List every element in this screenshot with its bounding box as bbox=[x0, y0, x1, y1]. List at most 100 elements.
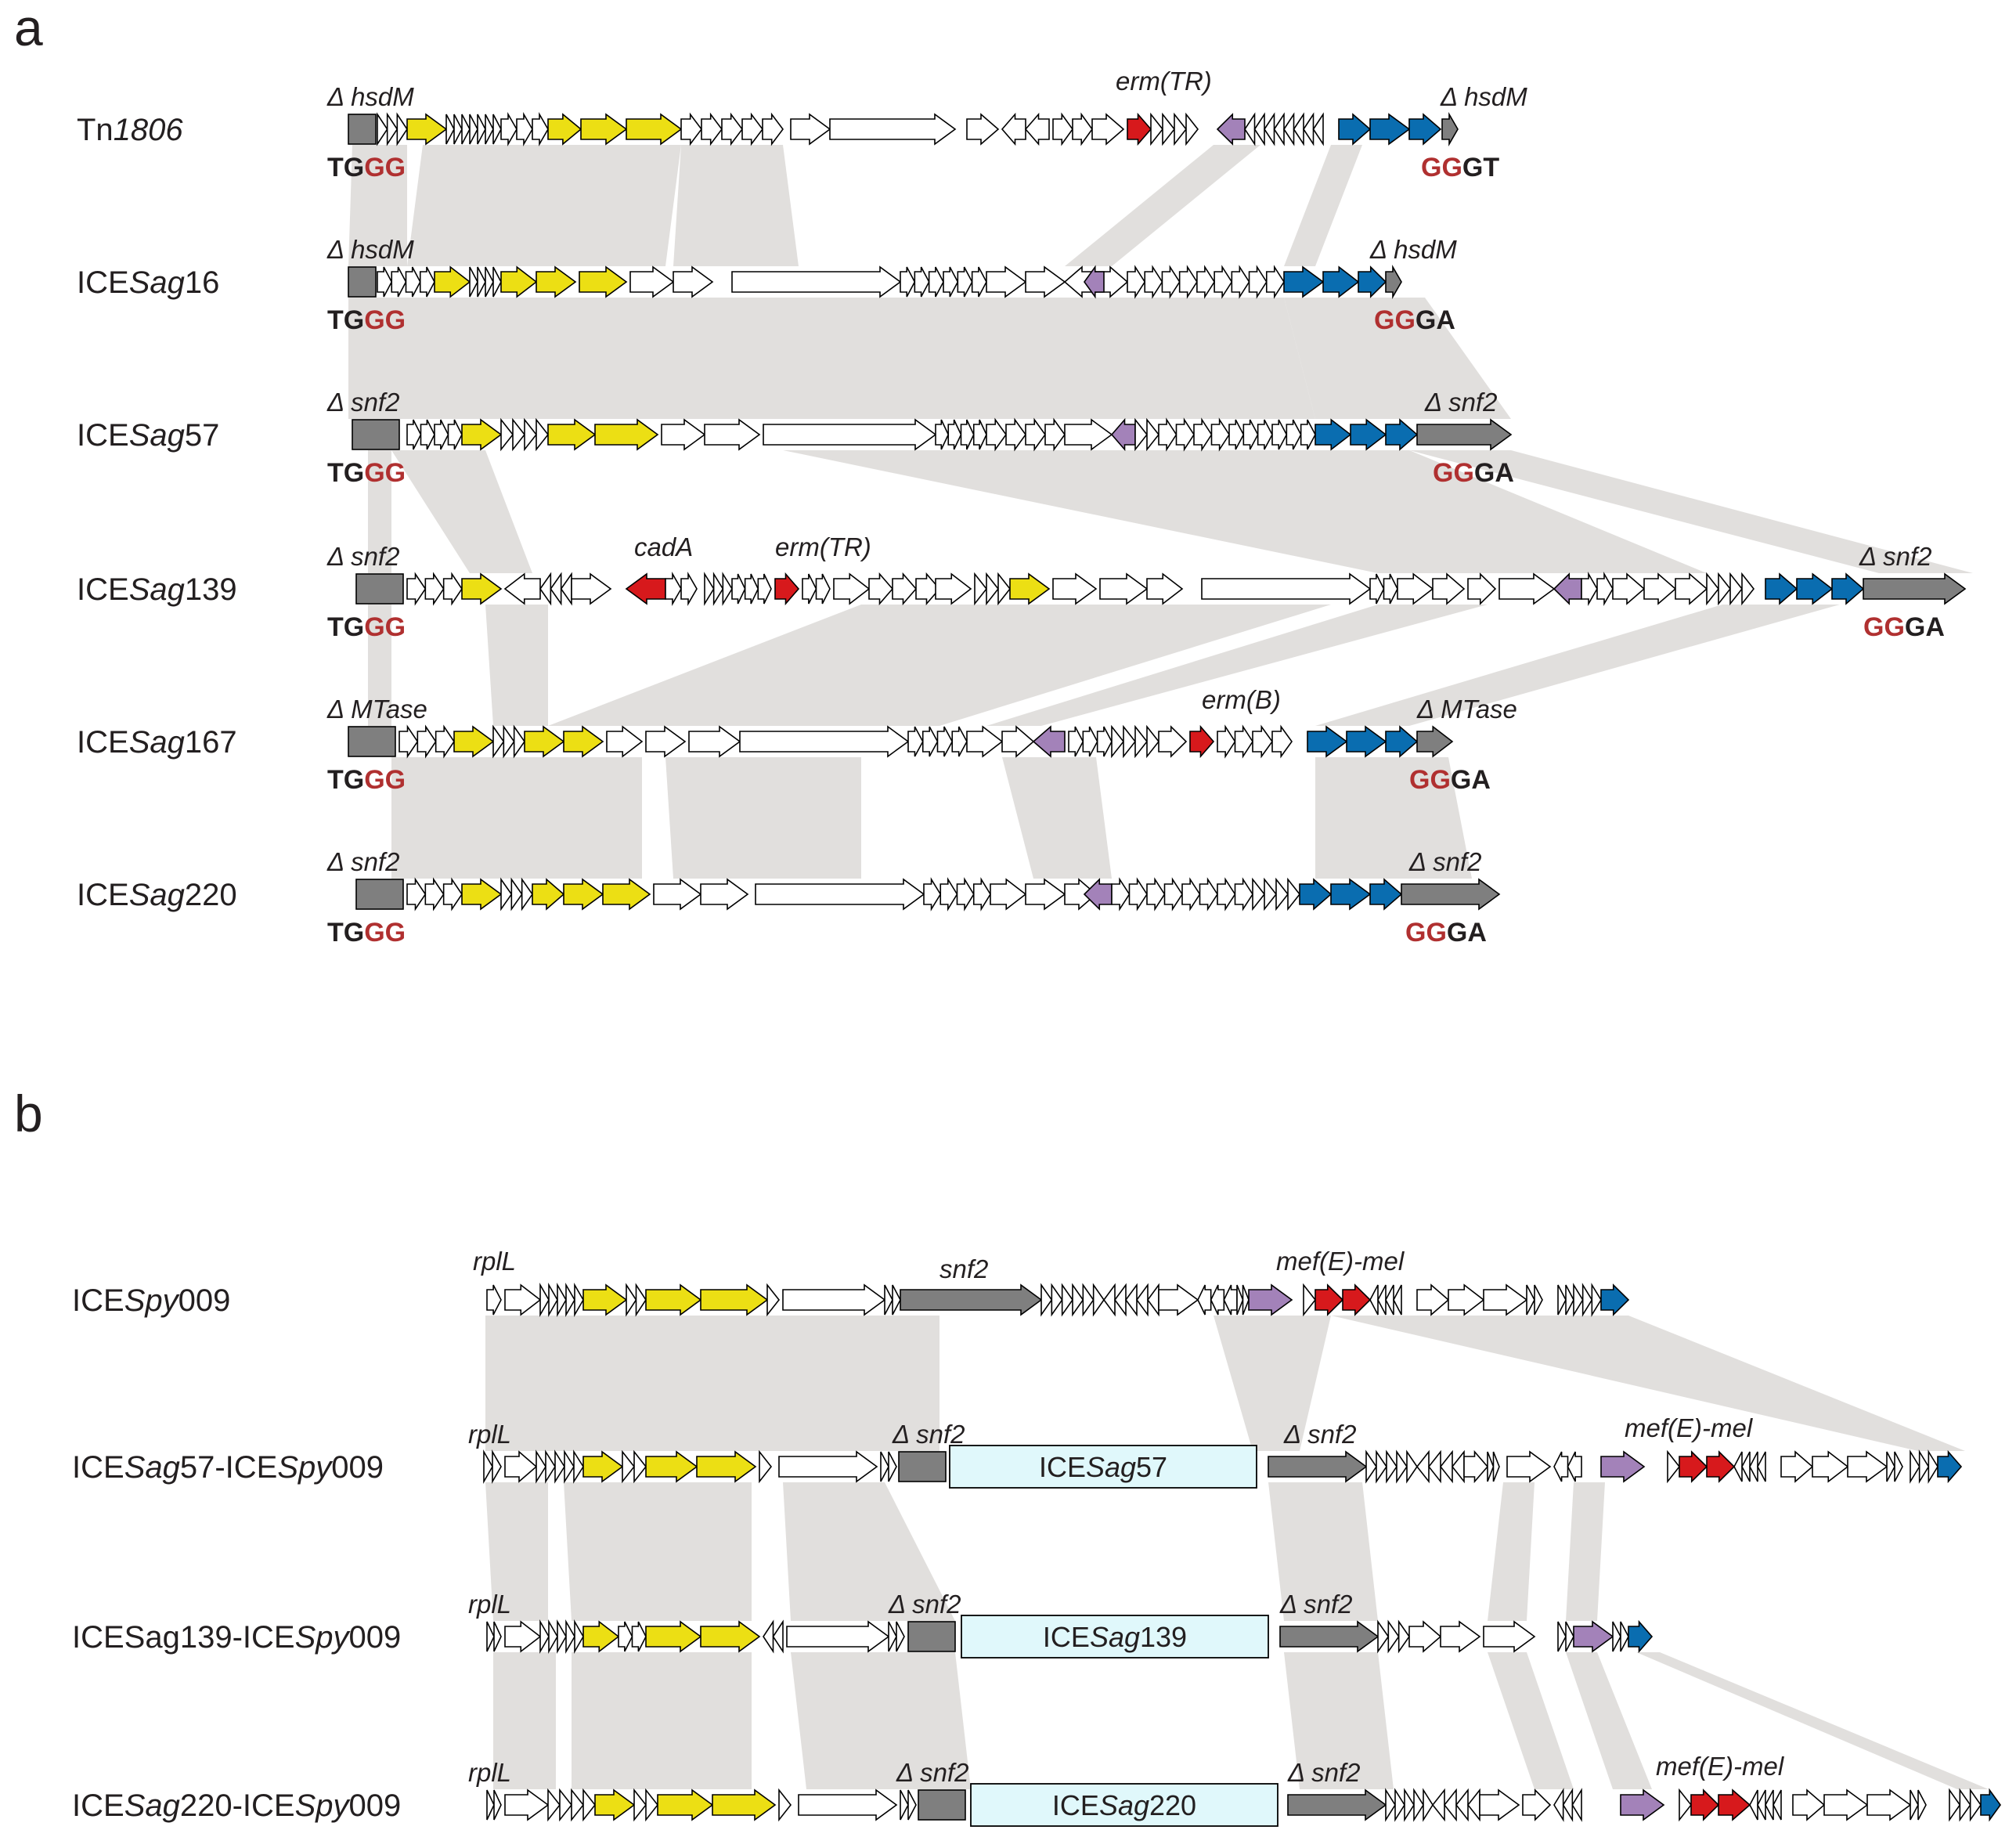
yellow-gene-arrow bbox=[547, 113, 582, 146]
small-gene-arrow bbox=[548, 1619, 558, 1654]
homology-band bbox=[1331, 1316, 1965, 1451]
small-gene-arrow bbox=[1369, 1284, 1379, 1316]
small-gene-arrow bbox=[1423, 1788, 1434, 1822]
small-gene-arrow bbox=[892, 1284, 901, 1316]
right-flank-label: Δ MTase bbox=[1416, 695, 1517, 724]
small-gene-arrow bbox=[405, 266, 421, 298]
white-gene-arrow bbox=[673, 265, 714, 298]
gray-gene-arrow bbox=[1287, 1788, 1387, 1821]
gene-label-rplL: rplL bbox=[468, 1590, 511, 1619]
small-gene-arrow bbox=[1127, 265, 1146, 299]
blue-gene-arrow bbox=[1369, 878, 1403, 911]
homology-band bbox=[572, 1652, 752, 1789]
inserted-ice-label: ICESag57 bbox=[1039, 1451, 1167, 1483]
small-gene-arrow bbox=[1214, 265, 1233, 299]
small-gene-arrow bbox=[935, 419, 950, 450]
small-gene-arrow bbox=[1185, 112, 1199, 146]
homology-band bbox=[1488, 1652, 1574, 1789]
small-gene-arrow bbox=[1487, 1451, 1495, 1482]
small-gene-arrow bbox=[424, 877, 445, 911]
homology-band bbox=[1065, 145, 1260, 266]
small-gene-arrow bbox=[1596, 572, 1614, 606]
small-gene-arrow bbox=[923, 877, 942, 911]
small-gene-arrow bbox=[884, 1284, 893, 1316]
flanking-gene-box bbox=[355, 573, 404, 605]
red-gene-arrow bbox=[1315, 1283, 1344, 1316]
small-gene-arrow bbox=[936, 726, 954, 757]
small-gene-arrow bbox=[420, 419, 435, 450]
small-gene-arrow bbox=[1242, 419, 1259, 450]
blue-gene-arrow bbox=[1765, 572, 1798, 605]
right-site-seq: GGGA bbox=[1409, 765, 1491, 795]
left-flank-label: Δ snf2 bbox=[326, 388, 399, 417]
small-gene-arrow bbox=[469, 114, 478, 145]
small-gene-arrow bbox=[1128, 877, 1148, 911]
red-gene-arrow bbox=[1706, 1450, 1736, 1483]
small-gene-arrow bbox=[744, 573, 759, 605]
small-gene-arrow bbox=[1286, 419, 1302, 450]
small-gene-arrow bbox=[399, 724, 419, 759]
red-gene-arrow bbox=[774, 572, 800, 606]
white-gene-arrow bbox=[1612, 572, 1646, 605]
small-gene-arrow bbox=[406, 572, 427, 606]
white-gene-arrow bbox=[986, 265, 1027, 298]
white-gene-arrow bbox=[1675, 572, 1708, 605]
small-gene-arrow bbox=[762, 112, 784, 146]
gray-gene-arrow bbox=[1268, 1450, 1368, 1483]
small-gene-arrow bbox=[557, 1283, 567, 1317]
small-gene-arrow bbox=[1765, 1789, 1774, 1821]
yellow-gene-arrow bbox=[712, 1788, 777, 1821]
inserted-ice-box bbox=[970, 1783, 1278, 1827]
small-gene-arrow bbox=[1253, 112, 1265, 146]
flanking-gene-box bbox=[348, 726, 396, 757]
homology-band bbox=[485, 1482, 548, 1621]
white-gene-arrow bbox=[1440, 1620, 1481, 1653]
small-gene-arrow bbox=[557, 1619, 567, 1654]
gene-label-snf2: snf2 bbox=[939, 1254, 988, 1283]
small-gene-arrow bbox=[492, 1449, 502, 1484]
white-gene-arrow bbox=[1812, 1450, 1849, 1483]
white-gene-arrow bbox=[1025, 265, 1066, 298]
small-gene-arrow bbox=[1443, 1788, 1457, 1822]
gene-label-delta-snf2: Δ snf2 bbox=[1283, 1420, 1356, 1449]
white-gene-arrow bbox=[833, 572, 871, 605]
small-gene-arrow bbox=[1757, 1789, 1766, 1821]
small-gene-arrow bbox=[406, 419, 422, 450]
purple-gene-arrow bbox=[1573, 1620, 1614, 1653]
small-gene-arrow bbox=[1210, 417, 1230, 452]
yellow-gene-arrow bbox=[579, 265, 628, 298]
small-gene-arrow bbox=[907, 726, 924, 757]
homology-band bbox=[986, 605, 1488, 726]
white-gene-arrow bbox=[1099, 572, 1149, 605]
small-gene-arrow bbox=[778, 1788, 792, 1822]
gray-gene-arrow bbox=[1279, 1620, 1379, 1653]
blue-gene-arrow bbox=[1385, 725, 1419, 758]
small-gene-arrow bbox=[951, 726, 968, 757]
white-gene-arrow bbox=[782, 1283, 886, 1316]
small-gene-arrow bbox=[704, 572, 715, 606]
small-gene-arrow bbox=[485, 114, 494, 145]
blue-gene-arrow bbox=[1338, 113, 1372, 146]
right-site-seq: GGGA bbox=[1405, 918, 1487, 947]
left-flank-label: Δ snf2 bbox=[326, 847, 399, 876]
small-gene-arrow bbox=[1526, 1284, 1535, 1316]
small-gene-arrow bbox=[1293, 112, 1304, 146]
yellow-gene-arrow bbox=[700, 1283, 769, 1316]
small-gene-arrow bbox=[1562, 1788, 1574, 1822]
small-gene-arrow bbox=[896, 1621, 905, 1652]
small-gene-arrow bbox=[1024, 112, 1050, 146]
small-gene-arrow bbox=[492, 114, 502, 145]
gene-label-erm-tr: erm(TR) bbox=[775, 532, 871, 561]
small-gene-arrow bbox=[1283, 112, 1295, 146]
track-name: ICESag220-ICESpy009 bbox=[72, 1788, 401, 1823]
small-gene-arrow bbox=[997, 572, 1012, 606]
small-gene-arrow bbox=[492, 266, 502, 298]
small-gene-arrow bbox=[1949, 1788, 1961, 1822]
gene-label-cadA: cadA bbox=[634, 532, 693, 561]
small-gene-arrow bbox=[1174, 112, 1188, 146]
small-gene-arrow bbox=[986, 417, 1007, 452]
homology-band bbox=[1284, 1652, 1394, 1789]
small-gene-arrow bbox=[868, 572, 894, 606]
small-gene-arrow bbox=[1567, 1451, 1582, 1482]
small-gene-arrow bbox=[972, 877, 991, 911]
